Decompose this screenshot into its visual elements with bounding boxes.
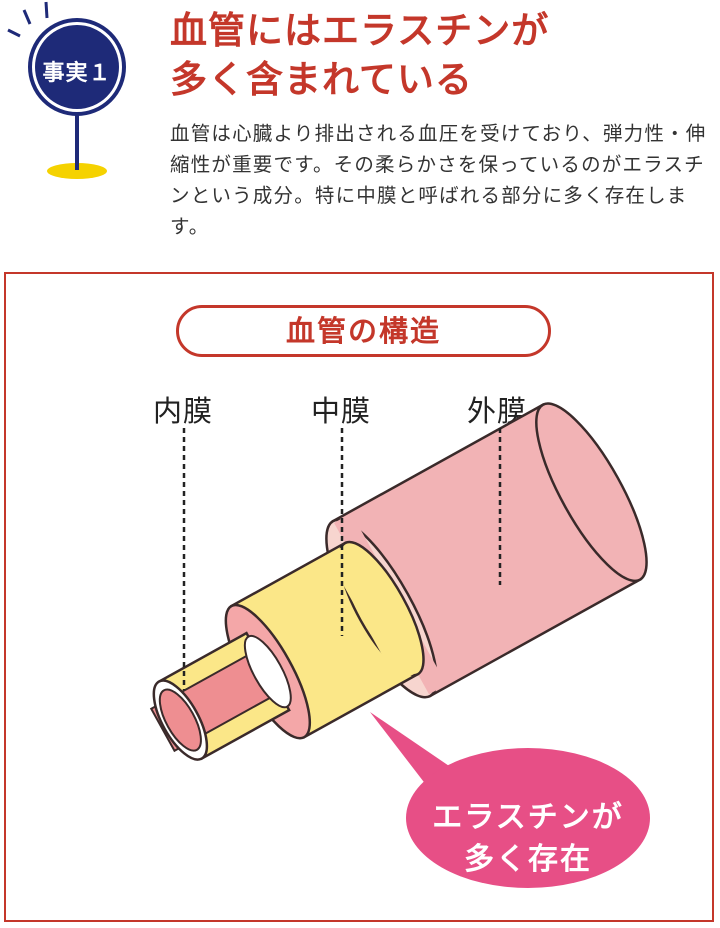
fact-badge: 事実１ [0,0,150,200]
diagram-panel [4,272,714,922]
label-middle-membrane: 中膜 [310,394,371,428]
callout-line-2: 多く存在 [464,842,592,877]
badge-label: 事実１ [42,61,112,86]
page-title: 血管にはエラスチンが 多く含まれている [170,6,549,104]
callout-line-1: エラスチンが [432,800,624,835]
label-inner-membrane: 内膜 [152,394,213,428]
elastin-callout-text: エラスチンが 多く存在 [408,797,648,881]
diagram-title: 血管の構造 [176,305,551,357]
vessel-cross-section [149,402,648,761]
description-text: 血管は心臓より排出される血圧を受けており、弾力性・伸縮性が重要です。その柔らかさ… [170,122,707,238]
title-line-1: 血管にはエラスチンが [170,9,550,52]
badge-pin-icon [7,1,126,179]
elastin-callout-bubble [370,712,650,888]
inner-membrane-layer [149,631,292,761]
title-line-2: 多く含まれている [170,58,473,101]
